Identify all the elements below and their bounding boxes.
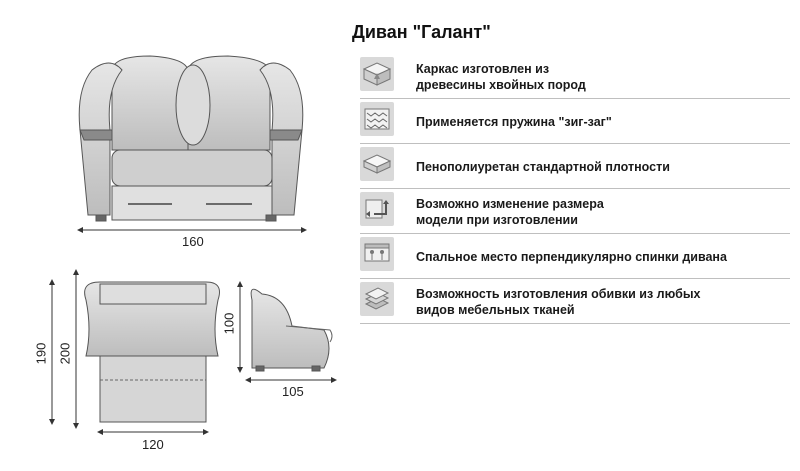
top-width-label: 120: [142, 437, 164, 452]
top-view: [84, 281, 220, 423]
inner-length-label: 190: [33, 342, 49, 365]
side-view: [250, 288, 333, 372]
features-list: Каркас изготовлен из древесины хвойных п…: [360, 54, 790, 324]
feature-divider: [360, 278, 790, 279]
sofa-drawings-svg: [49, 55, 337, 435]
feature-text: Спальное место перпендикулярно спинки ди…: [416, 249, 727, 264]
feature-divider: [360, 143, 790, 144]
front-width-label: 160: [182, 234, 204, 249]
feature-divider: [360, 323, 790, 324]
feature-text: Возможность изготовления обивки из любых…: [416, 286, 701, 317]
feature-text: Каркас изготовлен из древесины хвойных п…: [416, 61, 586, 92]
feature-item: Каркас изготовлен из древесины хвойных п…: [360, 54, 790, 99]
sofa-drawings: 160 190 200 120 100 105: [0, 0, 345, 466]
sleeping-place-icon: [360, 237, 394, 271]
feature-text: Пенополиуретан стандартной плотности: [416, 159, 670, 174]
outer-length-label: 200: [57, 342, 73, 365]
feature-text: Возможно изменение размера модели при из…: [416, 196, 604, 227]
feature-item: Применяется пружина "зиг-заг": [360, 99, 790, 144]
feature-text: Применяется пружина "зиг-заг": [416, 114, 612, 129]
product-title: Диван "Галант": [352, 22, 491, 42]
feature-item: Возможно изменение размера модели при из…: [360, 189, 790, 234]
resize-icon: [360, 192, 394, 226]
feature-item: Спальное место перпендикулярно спинки ди…: [360, 234, 790, 279]
feature-divider: [360, 233, 790, 234]
side-depth-label: 105: [282, 384, 304, 399]
wood-frame-icon: [360, 57, 394, 91]
zigzag-spring-icon: [360, 102, 394, 136]
feature-item: Пенополиуретан стандартной плотности: [360, 144, 790, 189]
feature-divider: [360, 188, 790, 189]
front-view: [78, 55, 304, 222]
side-height-label: 100: [221, 312, 237, 335]
fabric-samples-icon: [360, 282, 394, 316]
foam-layer-icon: [360, 147, 394, 181]
feature-item: Возможность изготовления обивки из любых…: [360, 279, 790, 324]
feature-divider: [360, 98, 790, 99]
